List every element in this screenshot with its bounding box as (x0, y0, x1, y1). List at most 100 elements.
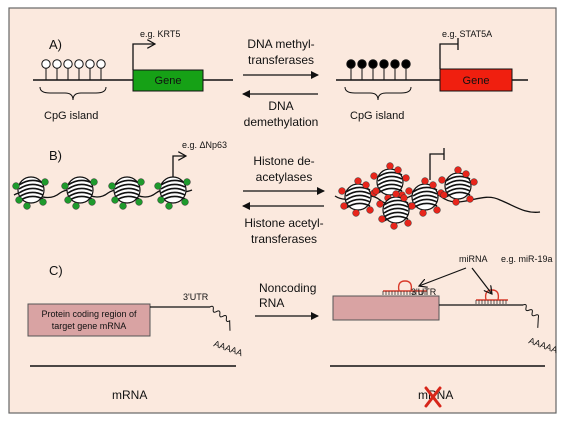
deacetylated-nucleosomes (338, 162, 478, 230)
left-example-label: e.g. KRT5 (140, 29, 180, 39)
noncoding-label-line2: RNA (259, 296, 284, 310)
unmethylated-cpg-head (63, 59, 73, 69)
dna-wrap (445, 179, 471, 186)
histone-mark (408, 202, 416, 210)
histone-mark (39, 198, 47, 206)
histone-mark (72, 202, 80, 210)
histone-mark (378, 215, 386, 223)
unmethylated-cpg-sites (41, 59, 106, 80)
dna-wrap (445, 183, 471, 190)
mirna-duplex-1 (382, 280, 427, 295)
unmethylated-cpg-head (52, 59, 62, 69)
methylated-cpg-head (346, 59, 356, 69)
mirna-example-label: e.g. miR-19a (501, 254, 553, 264)
dnmt-label-line1: DNA methyl- (247, 37, 314, 51)
dna-wrap (67, 179, 93, 186)
histone-mark (340, 202, 348, 210)
dna-wrap (345, 190, 371, 197)
panel-b-label: B) (49, 148, 62, 163)
histone-mark (108, 182, 116, 190)
panel-a-label: A) (49, 37, 62, 52)
histone-mark (352, 209, 360, 217)
histone-mark (376, 200, 384, 208)
hat-label-line2: transferases (251, 232, 317, 246)
coding-region-box-right (332, 295, 440, 321)
dna-wrap (445, 191, 471, 198)
dna-wrap (114, 187, 140, 194)
dna-wrap (345, 198, 371, 205)
histone-mark (454, 166, 462, 174)
histone-mark (405, 187, 413, 195)
dna-wrap (412, 198, 438, 205)
histone-mark (111, 196, 119, 204)
dna-wrap (377, 183, 403, 190)
dna-wrap (345, 186, 371, 193)
unmethylated-cpg-head (74, 59, 84, 69)
histone-mark (372, 187, 380, 195)
degradation-cross-icon (424, 386, 442, 408)
dna-wrap (383, 207, 409, 214)
unmethylated-cpg-head (96, 59, 106, 69)
histone-mark (23, 202, 31, 210)
coding-region-box (27, 303, 151, 337)
histone-mark (421, 177, 429, 185)
methylated-cpg-head (401, 59, 411, 69)
panel-b-example: e.g. ΔNp63 (182, 140, 227, 150)
unmethylated-cpg-head (41, 59, 51, 69)
histone-mark (157, 196, 165, 204)
dna-wrap (160, 183, 186, 190)
histone-mark (390, 222, 398, 230)
histone-mark (440, 191, 448, 199)
polya-tail-squiggle (209, 305, 231, 331)
histone-mark (135, 198, 143, 206)
methylated-cpg-head (368, 59, 378, 69)
histone-mark (119, 202, 127, 210)
coding-label-line1: Protein coding region of (41, 309, 137, 319)
unmethylated-cpg-head (85, 59, 95, 69)
dna-wrap (160, 179, 186, 186)
histone-mark (433, 206, 441, 214)
hdac-label-line1: Histone de- (253, 154, 314, 168)
noncoding-label-line1: Noncoding (259, 281, 316, 295)
cpg-island-brace (39, 86, 107, 101)
dna-wrap (160, 187, 186, 194)
blocked-transcription-symbol (439, 38, 459, 69)
histone-mark (394, 166, 402, 174)
methylated-cpg-sites (346, 59, 411, 80)
dna-wrap (67, 183, 93, 190)
histone-mark (15, 196, 23, 204)
histone-mark (362, 181, 370, 189)
mirna-bound-mrna: AAAAA 3'UTR miRNA e.g. miR-19a mRNA (330, 254, 559, 408)
dna-wrap (377, 171, 403, 178)
dna-wrap (114, 191, 140, 198)
dna-wrap (383, 203, 409, 210)
histone-mark (338, 187, 346, 195)
dna-wrap (18, 179, 44, 186)
active-gene-label: Gene (155, 75, 182, 87)
histone-mark (470, 178, 478, 186)
dna-wrap (345, 194, 371, 201)
acetylated-nucleosomes (12, 176, 191, 210)
panel-c-label: C) (49, 263, 63, 278)
mirna-bulge (397, 280, 413, 292)
mirna-arrow-2 (471, 267, 492, 294)
dna-wrap (383, 211, 409, 218)
dna-wrap (383, 215, 409, 222)
histone-mark (438, 176, 446, 184)
histone-mark (88, 198, 96, 206)
demethylation-label-line2: demethylation (244, 115, 319, 129)
dna-wrap (114, 183, 140, 190)
histone-mark (429, 181, 437, 189)
histone-mark (462, 170, 470, 178)
histone-mark (154, 182, 162, 190)
histone-mark (41, 178, 49, 186)
histone-mark (61, 182, 69, 190)
dna-wrap (383, 199, 409, 206)
demethylation-label-line1: DNA (268, 99, 293, 113)
histone-mark (354, 177, 362, 185)
methylated-cpg-head (390, 59, 400, 69)
hdac-label-line2: acetylases (256, 170, 313, 184)
dna-wrap (18, 191, 44, 198)
b-blocked-transcription-symbol (429, 148, 445, 180)
